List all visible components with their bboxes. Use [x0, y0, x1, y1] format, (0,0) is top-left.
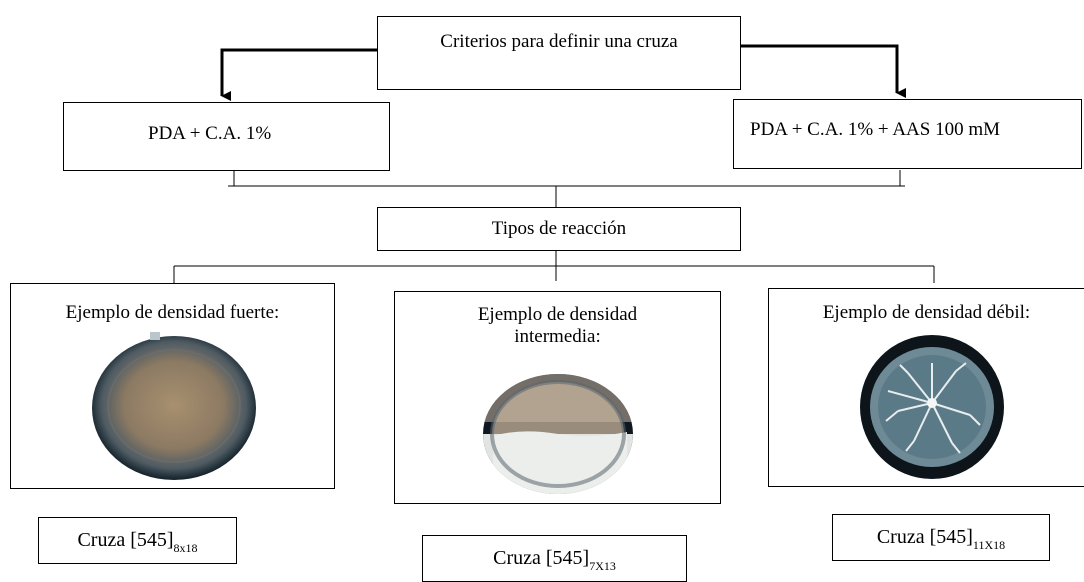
- culture-plate-strong-image: [92, 332, 256, 480]
- caption-intermediate: Cruza [545]7X13: [422, 535, 687, 582]
- right-branch-node: PDA + C.A. 1% + AAS 100 mM: [733, 99, 1082, 169]
- example-intermediate-panel: Ejemplo de densidad intermedia:: [394, 291, 721, 504]
- example-weak-title: Ejemplo de densidad débil:: [822, 302, 1031, 323]
- reaction-label: Tipos de reacción: [491, 218, 627, 239]
- arrow-to-left-branch: [220, 48, 378, 101]
- example-strong-title: Ejemplo de densidad fuerte:: [65, 302, 280, 323]
- root-label: Criterios para definir una cruza: [440, 31, 678, 52]
- root-node: Criterios para definir una cruza: [377, 16, 741, 90]
- example-weak-panel: Ejemplo de densidad débil:: [768, 288, 1084, 487]
- culture-plate-weak-image: [860, 335, 1004, 479]
- caption-strong-text: Cruza [545]8x18: [77, 529, 198, 555]
- right-branch-label: PDA + C.A. 1% + AAS 100 mM: [750, 119, 1000, 140]
- caption-weak-text: Cruza [545]11X18: [876, 526, 1006, 552]
- reaction-node: Tipos de reacción: [377, 207, 741, 251]
- example-intermediate-title: Ejemplo de densidad intermedia:: [477, 304, 638, 347]
- culture-plate-intermediate-image: [483, 374, 633, 494]
- example-strong-panel: Ejemplo de densidad fuerte:: [10, 283, 335, 489]
- caption-strong: Cruza [545]8x18: [38, 517, 237, 564]
- left-branch-label: PDA + C.A. 1%: [148, 123, 272, 144]
- left-branch-node: PDA + C.A. 1%: [63, 102, 390, 171]
- caption-intermediate-text: Cruza [545]7X13: [493, 547, 616, 573]
- arrow-to-right-branch: [741, 44, 906, 98]
- caption-weak: Cruza [545]11X18: [832, 514, 1050, 561]
